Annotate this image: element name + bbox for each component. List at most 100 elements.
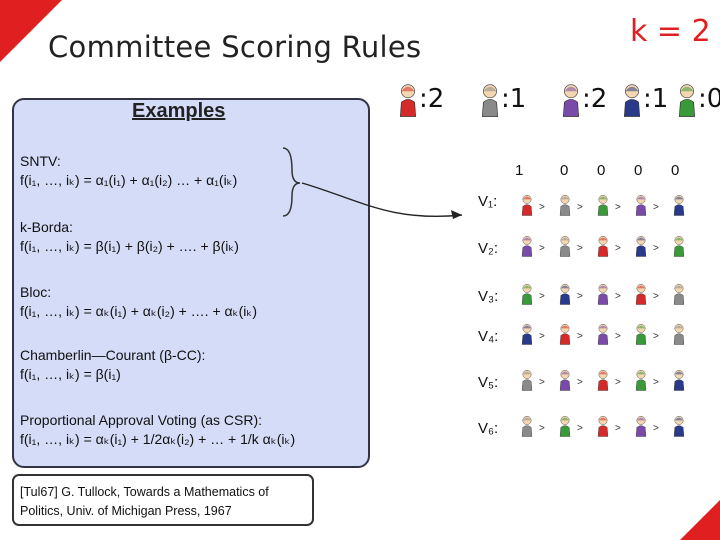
green-shirt-candidate-icon: [597, 194, 609, 216]
preference-order: > > > >: [520, 414, 715, 440]
green-shirt-candidate-icon: [678, 84, 696, 117]
green-shirt-candidate-icon: [635, 323, 647, 345]
approval-count: 0: [597, 162, 606, 179]
blue-suit-candidate-icon: [673, 194, 685, 216]
blue-suit-candidate-icon: [559, 283, 571, 305]
blonde-woman-candidate-icon: [635, 194, 647, 216]
blonde-woman-candidate-icon: [597, 283, 609, 305]
blonde-woman-candidate-icon: [562, 84, 580, 117]
rule-sntv: SNTV: f(i₁, …, iₖ) = α₁(i₁) + α₁(i₂) … +…: [20, 152, 237, 190]
preference-separator: >: [539, 202, 545, 213]
blue-suit-candidate-icon: [673, 369, 685, 391]
rule-formula: f(i₁, …, iₖ) = αₖ(i₁) + αₖ(i₂) + …. + αₖ…: [20, 303, 257, 319]
preference-separator: >: [539, 291, 545, 302]
preference-separator: >: [577, 377, 583, 388]
corner-decoration-bottom-right: [680, 500, 720, 540]
red-robed-candidate-icon: [597, 415, 609, 437]
red-robed-candidate-icon: [597, 235, 609, 257]
preference-separator: >: [653, 423, 659, 434]
candidate-score: :2: [582, 84, 608, 114]
preference-separator: >: [615, 331, 621, 342]
green-shirt-candidate-icon: [673, 235, 685, 257]
voter-label: V₆:: [478, 420, 499, 437]
grey-suit-candidate-icon: [481, 84, 499, 117]
preference-separator: >: [539, 423, 545, 434]
blue-suit-candidate-icon: [635, 235, 647, 257]
pointer-arrow: [301, 182, 463, 218]
blue-suit-candidate-icon: [623, 84, 641, 117]
approval-count: 0: [671, 162, 680, 179]
corner-decoration-top-left: [0, 0, 62, 62]
candidate-score: :1: [643, 84, 669, 114]
grey-suit-candidate-icon: [559, 194, 571, 216]
green-shirt-candidate-icon: [559, 415, 571, 437]
grey-suit-candidate-icon: [673, 283, 685, 305]
red-robed-candidate-icon: [635, 283, 647, 305]
voter-label: V₅:: [478, 374, 499, 391]
red-robed-candidate-icon: [597, 369, 609, 391]
red-robed-candidate-icon: [521, 194, 533, 216]
rule-k-borda: k-Borda: f(i₁, …, iₖ) = β(i₁) + β(i₂) + …: [20, 218, 239, 256]
examples-panel: [12, 98, 370, 468]
preference-separator: >: [577, 202, 583, 213]
green-shirt-candidate-icon: [521, 283, 533, 305]
green-shirt-candidate-icon: [635, 369, 647, 391]
candidate-score: :1: [501, 84, 527, 114]
candidate-score: :0: [698, 84, 720, 114]
grey-suit-candidate-icon: [559, 235, 571, 257]
rule-name: Proportional Approval Voting (as CSR):: [20, 412, 263, 428]
blue-suit-candidate-icon: [521, 323, 533, 345]
preference-separator: >: [577, 331, 583, 342]
blue-suit-candidate-icon: [673, 415, 685, 437]
rule-formula: f(i₁, …, iₖ) = α₁(i₁) + α₁(i₂) … + α₁(iₖ…: [20, 172, 238, 188]
preference-separator: >: [615, 377, 621, 388]
preference-separator: >: [539, 377, 545, 388]
preference-separator: >: [653, 377, 659, 388]
preference-separator: >: [653, 202, 659, 213]
blonde-woman-candidate-icon: [597, 323, 609, 345]
committee-size-label: k = 2: [630, 14, 711, 49]
blonde-woman-candidate-icon: [521, 235, 533, 257]
voter-label: V₃:: [478, 288, 499, 305]
rule-pav: Proportional Approval Voting (as CSR): f…: [20, 411, 295, 449]
sntv-brace: [282, 147, 301, 217]
preference-separator: >: [539, 331, 545, 342]
arrowhead-icon: [451, 210, 462, 219]
preference-separator: >: [615, 423, 621, 434]
red-robed-candidate-icon: [559, 323, 571, 345]
rule-name: k-Borda:: [20, 219, 73, 235]
rule-bloc: Bloc: f(i₁, …, iₖ) = αₖ(i₁) + αₖ(i₂) + ……: [20, 283, 257, 321]
approval-count: 1: [515, 162, 524, 179]
slide-title: Committee Scoring Rules: [48, 30, 422, 64]
candidate-score-row: :2:1:2:1:0: [395, 80, 720, 122]
preference-order: > > > >: [520, 368, 715, 394]
preference-separator: >: [539, 243, 545, 254]
preference-order: > > > >: [520, 322, 715, 348]
voter-label: V₁:: [478, 193, 498, 210]
approval-count: 0: [634, 162, 643, 179]
preference-order: >>>>: [520, 234, 715, 260]
rule-formula: f(i₁, …, iₖ) = αₖ(i₁) + 1/2αₖ(i₂) + … + …: [20, 431, 296, 447]
rule-formula: f(i₁, …, iₖ) = β(i₁) + β(i₂) + …. + β(iₖ…: [20, 238, 239, 254]
red-robed-candidate-icon: [399, 84, 417, 117]
reference-box: [Tul67] G. Tullock, Towards a Mathematic…: [12, 474, 314, 526]
preference-separator: >: [653, 243, 659, 254]
preference-separator: >: [577, 423, 583, 434]
rule-name: Bloc:: [20, 284, 52, 300]
voter-label: V₂:: [478, 240, 498, 257]
blonde-woman-candidate-icon: [635, 415, 647, 437]
rule-name: Chamberlin—Courant (β-CC):: [20, 347, 206, 363]
rule-chamberlin-courant: Chamberlin—Courant (β-CC): f(i₁, …, iₖ) …: [20, 346, 205, 384]
preference-separator: >: [615, 291, 621, 302]
preference-order: > > > >: [520, 193, 715, 219]
preference-separator: >: [577, 291, 583, 302]
preference-order: > > > >: [520, 282, 715, 308]
grey-suit-candidate-icon: [521, 369, 533, 391]
grey-suit-candidate-icon: [521, 415, 533, 437]
preference-separator: >: [653, 291, 659, 302]
preference-separator: >: [615, 202, 621, 213]
preference-separator: >: [653, 331, 659, 342]
rule-name: SNTV:: [20, 153, 61, 169]
approval-count: 0: [560, 162, 569, 179]
